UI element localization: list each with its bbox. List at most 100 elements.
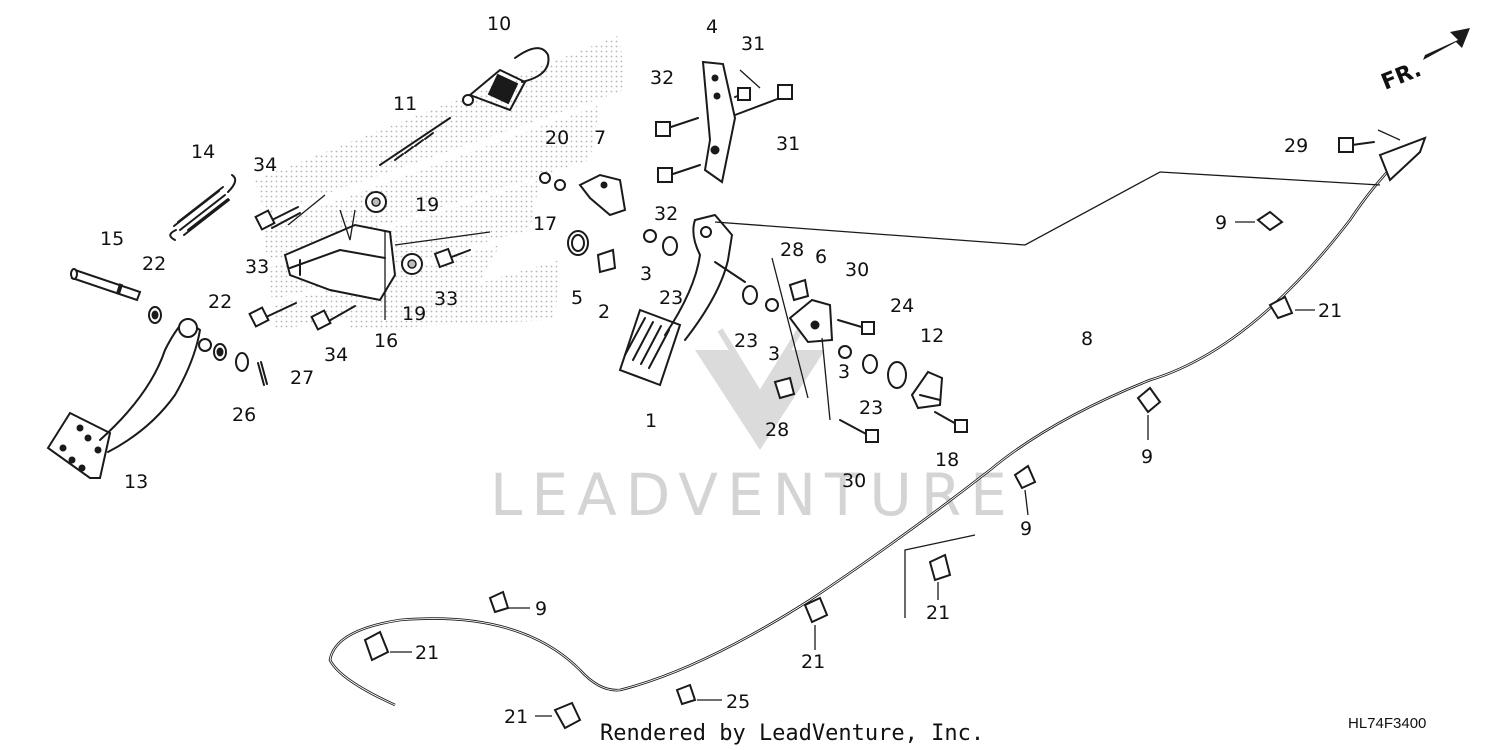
part-label-26: 26 [232, 404, 256, 426]
clevis [578, 173, 627, 217]
part-label-7: 7 [594, 127, 606, 149]
bolt-33-left [248, 302, 297, 328]
leadventure-logo-watermark [695, 328, 825, 450]
part-label-22b: 22 [208, 291, 232, 313]
part-label-31a: 31 [741, 33, 765, 55]
clamp-9-c [1013, 464, 1037, 490]
clamp-21-a [1268, 295, 1294, 320]
clamp-9-d [488, 590, 510, 614]
washer-23-c [862, 354, 878, 374]
part-label-34b: 34 [324, 344, 348, 366]
bolt-34-bottom [310, 305, 356, 331]
clamp-21-d [363, 630, 390, 662]
bolt-30-upper [837, 319, 875, 335]
part-label-5: 5 [571, 287, 583, 309]
clip-25 [675, 683, 697, 706]
part-label-21e: 21 [504, 706, 528, 728]
part-label-33b: 33 [434, 288, 458, 310]
bolt-33-right [433, 247, 471, 269]
collar-2 [596, 248, 617, 274]
spring-5 [567, 230, 589, 256]
part-label-29: 29 [1284, 135, 1308, 157]
diagram-code: HL74F3400 [1348, 715, 1426, 732]
part-label-12: 12 [920, 325, 944, 347]
bolt-31-upper [734, 87, 751, 101]
cotter-pin-27 [257, 361, 268, 386]
washer-23-b [742, 285, 758, 305]
push-rod [379, 117, 451, 166]
bolt-18 [934, 411, 968, 433]
collar-28-upper [788, 278, 810, 302]
washer-23-a [662, 236, 678, 256]
part-label-32a: 32 [650, 67, 674, 89]
part-label-31b: 31 [776, 133, 800, 155]
leader-lines [287, 69, 1401, 717]
part-label-22a: 22 [142, 253, 166, 275]
collar-28-lower [773, 376, 796, 400]
brake-pedal [46, 318, 212, 479]
part-label-19a: 19 [415, 194, 439, 216]
pedal-pivot-pin [70, 268, 142, 302]
clamp-9-a [1256, 210, 1284, 232]
part-label-21a: 21 [1318, 300, 1342, 322]
part-label-9b: 9 [1141, 446, 1153, 468]
cable-holder-12 [910, 370, 944, 410]
part-label-21b: 21 [926, 602, 950, 624]
clamp-21-e [553, 701, 582, 730]
part-label-4: 4 [706, 16, 718, 38]
bush-3-c [838, 345, 852, 359]
throttle-bracket [701, 60, 737, 184]
part-label-23c: 23 [859, 397, 883, 419]
part-label-8: 8 [1081, 328, 1093, 350]
part-label-9a: 9 [1215, 212, 1227, 234]
render-credit: Rendered by LeadVenture, Inc. [600, 721, 984, 746]
pedal-bracket [283, 223, 397, 302]
nut-17 [539, 172, 551, 184]
throttle-cable-8 [328, 136, 1427, 707]
part-label-19b: 19 [402, 303, 426, 325]
part-label-14: 14 [191, 141, 215, 163]
part-labels: 1 2 3 3 3 4 5 6 7 8 9 9 9 9 10 11 12 13 … [100, 13, 1342, 728]
part-label-25: 25 [726, 691, 750, 713]
washer-26 [235, 352, 249, 372]
part-label-27: 27 [290, 367, 314, 389]
part-label-16: 16 [374, 330, 398, 352]
part-label-3c: 3 [838, 361, 850, 383]
part-label-23b: 23 [734, 330, 758, 352]
part-label-21d: 21 [415, 642, 439, 664]
part-label-18: 18 [935, 449, 959, 471]
clamp-21-b [928, 553, 952, 582]
part-label-24: 24 [890, 295, 914, 317]
part-label-34a: 34 [253, 154, 277, 176]
part-label-2: 2 [598, 301, 610, 323]
part-label-3b: 3 [768, 343, 780, 365]
part-label-30a: 30 [845, 259, 869, 281]
part-label-11: 11 [393, 93, 417, 115]
bolt-32-upper [655, 117, 699, 137]
part-label-20: 20 [545, 127, 569, 149]
part-label-9c: 9 [1020, 518, 1032, 540]
part-label-21c: 21 [801, 651, 825, 673]
front-direction-arrow: FR. [1378, 28, 1470, 96]
part-label-17: 17 [533, 213, 557, 235]
part-label-3a: 3 [640, 263, 652, 285]
part-label-33a: 33 [245, 256, 269, 278]
return-spring [169, 174, 237, 241]
part-label-6: 6 [815, 246, 827, 268]
bush-3-a [643, 229, 657, 243]
accelerator-pedal [618, 214, 746, 387]
bolt-32-lower [657, 164, 701, 183]
front-label: FR. [1378, 57, 1425, 95]
part-label-23a: 23 [659, 287, 683, 309]
part-label-28a: 28 [780, 239, 804, 261]
part-label-13: 13 [124, 471, 148, 493]
honda-wing-watermark [255, 35, 625, 330]
part-label-15: 15 [100, 228, 124, 250]
brake-switch [462, 47, 550, 111]
part-label-10: 10 [487, 13, 511, 35]
bolt-29 [1338, 137, 1375, 153]
part-label-30b: 30 [842, 470, 866, 492]
watermark-text: LEADVENTURE [490, 461, 1016, 529]
part-label-28b: 28 [765, 419, 789, 441]
